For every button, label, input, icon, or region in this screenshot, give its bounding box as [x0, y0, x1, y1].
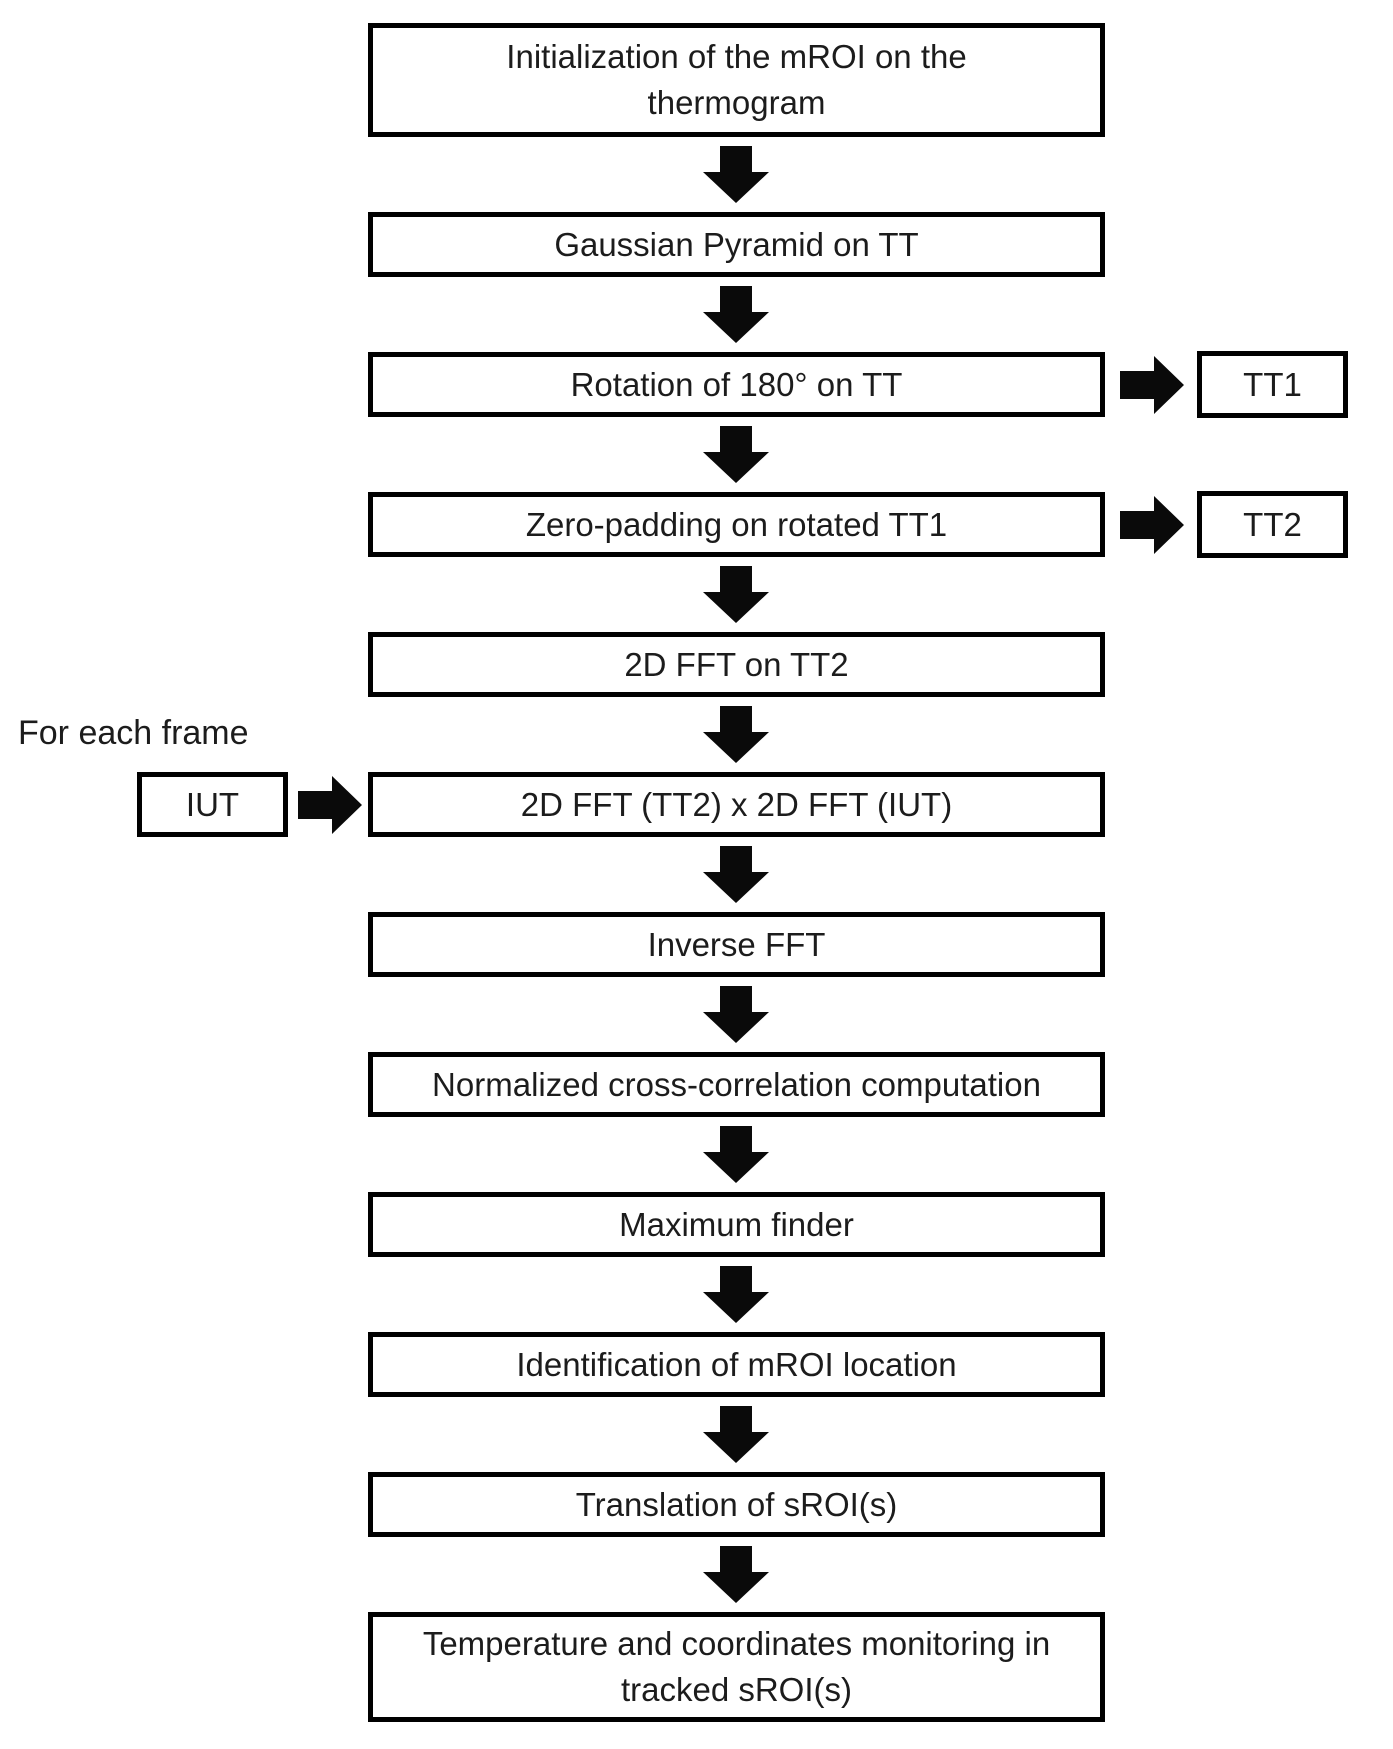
right-arrow-icon [1120, 496, 1184, 554]
flow-step-monitoring: Temperature and coordinates monitoring i… [368, 1612, 1105, 1722]
flow-step-identification-mroi: Identification of mROI location [368, 1332, 1105, 1397]
flow-step-label: Normalized cross-correlation computation [432, 1065, 1041, 1103]
flow-step-translation-sroi: Translation of sROI(s) [368, 1472, 1105, 1537]
down-arrow-icon [703, 1546, 769, 1603]
tt2-label: TT2 [1243, 505, 1302, 543]
flow-step-label: Gaussian Pyramid on TT [554, 225, 919, 263]
down-arrow-icon [703, 1406, 769, 1463]
flow-step-label: Identification of mROI location [516, 1345, 957, 1383]
flow-step-label: Zero-padding on rotated TT1 [525, 505, 948, 543]
down-arrow-icon [703, 146, 769, 203]
flow-step-zero-padding: Zero-padding on rotated TT1 [368, 492, 1105, 557]
down-arrow-icon [703, 706, 769, 763]
right-arrow-icon [1120, 356, 1184, 414]
flow-step-label: 2D FFT (TT2) x 2D FFT (IUT) [520, 785, 953, 823]
flow-step-maximum-finder: Maximum finder [368, 1192, 1105, 1257]
tt1-label: TT1 [1243, 365, 1302, 403]
flow-step-label: Inverse FFT [647, 925, 826, 963]
flow-step-inverse-fft: Inverse FFT [368, 912, 1105, 977]
down-arrow-icon [703, 566, 769, 623]
flow-step-gaussian-pyramid: Gaussian Pyramid on TT [368, 212, 1105, 277]
flow-step-label: Initialization of the mROI on the thermo… [506, 38, 967, 121]
iut-label: IUT [185, 785, 240, 823]
flow-step-label: Translation of sROI(s) [575, 1485, 898, 1523]
flow-step-normalized-cross-correlation: Normalized cross-correlation computation [368, 1052, 1105, 1117]
down-arrow-icon [703, 1266, 769, 1323]
flow-step-label: Temperature and coordinates monitoring i… [422, 1625, 1051, 1708]
down-arrow-icon [703, 986, 769, 1043]
down-arrow-icon [703, 1126, 769, 1183]
down-arrow-icon [703, 846, 769, 903]
down-arrow-icon [703, 426, 769, 483]
for-each-frame-label: For each frame [18, 714, 249, 752]
flow-step-label: Rotation of 180° on TT [570, 365, 903, 403]
flow-step-initialization: Initialization of the mROI on the thermo… [368, 23, 1105, 137]
flow-step-2d-fft-tt2: 2D FFT on TT2 [368, 632, 1105, 697]
flow-step-fft-multiplication: 2D FFT (TT2) x 2D FFT (IUT) [368, 772, 1105, 837]
flow-step-rotation: Rotation of 180° on TT [368, 352, 1105, 417]
iut-box: IUT [137, 772, 288, 837]
right-arrow-icon [298, 776, 362, 834]
tt2-box: TT2 [1197, 491, 1348, 558]
down-arrow-icon [703, 286, 769, 343]
flow-step-label: 2D FFT on TT2 [624, 645, 849, 683]
tt1-box: TT1 [1197, 351, 1348, 418]
flow-step-label: Maximum finder [619, 1205, 854, 1243]
